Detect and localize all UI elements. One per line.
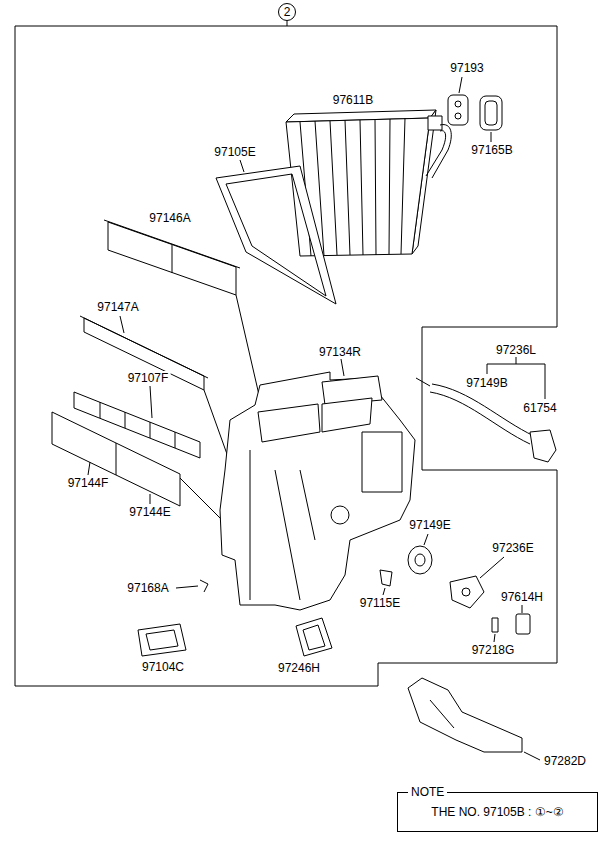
callout-number: 97144F bbox=[66, 476, 111, 490]
small-parts bbox=[138, 624, 186, 656]
callout-number: 61754 bbox=[521, 401, 558, 415]
small-parts bbox=[492, 618, 498, 632]
small-parts bbox=[480, 557, 504, 578]
grommet bbox=[480, 96, 502, 130]
small-parts bbox=[138, 534, 530, 656]
heater-case bbox=[322, 398, 372, 432]
heater-case bbox=[331, 506, 349, 524]
heater-case bbox=[341, 359, 344, 376]
callout-number: 97193 bbox=[448, 61, 485, 75]
note-heading: NOTE bbox=[408, 785, 447, 799]
heater-case bbox=[362, 432, 402, 492]
pipe bbox=[430, 392, 530, 444]
callout-number: 97107F bbox=[126, 371, 171, 385]
duct bbox=[408, 678, 540, 760]
small-parts bbox=[494, 634, 495, 642]
assembly-frame bbox=[287, 21, 288, 26]
door-panel bbox=[120, 316, 124, 333]
callout-number: 97146A bbox=[147, 211, 192, 225]
heater-case bbox=[258, 404, 320, 442]
duct bbox=[408, 678, 522, 752]
note-text: THE NO. 97105B : ①~② bbox=[431, 805, 563, 819]
grommet bbox=[455, 113, 461, 119]
callout-number: 97149E bbox=[407, 518, 452, 532]
small-parts bbox=[380, 570, 392, 586]
door-panel bbox=[116, 443, 117, 475]
grommet bbox=[491, 132, 492, 142]
small-parts bbox=[450, 576, 484, 608]
callout-number: 97165B bbox=[469, 143, 514, 157]
evaporator bbox=[459, 77, 462, 93]
note-box: NOTETHE NO. 97105B : ①~② bbox=[397, 792, 598, 832]
pipe bbox=[416, 378, 430, 386]
callout-number: 97236E bbox=[490, 541, 535, 555]
door-panel bbox=[104, 220, 240, 268]
door-panel bbox=[150, 386, 152, 418]
evaporator bbox=[428, 116, 442, 130]
callout-number: 97147A bbox=[95, 300, 140, 314]
heater-case bbox=[250, 450, 315, 600]
evaporator bbox=[426, 131, 446, 176]
small-parts bbox=[424, 534, 428, 545]
callout-number: 97246H bbox=[276, 661, 322, 675]
door-panel bbox=[172, 245, 173, 273]
small-parts bbox=[383, 588, 385, 595]
assembly-frame bbox=[15, 21, 557, 686]
door-panel bbox=[80, 316, 208, 378]
callout-number: 97218G bbox=[470, 643, 517, 657]
heater-case bbox=[220, 372, 415, 610]
heater-case bbox=[220, 359, 415, 610]
evaporator bbox=[286, 118, 430, 256]
door-panel bbox=[88, 462, 90, 475]
door-panel bbox=[84, 318, 204, 390]
pipe bbox=[530, 430, 556, 462]
small-parts bbox=[296, 618, 332, 656]
grommet bbox=[485, 101, 497, 125]
callout-number: 97115E bbox=[358, 596, 402, 610]
small-parts bbox=[522, 605, 523, 613]
callout-number: 97105E bbox=[212, 145, 257, 159]
callout-number: 97144E bbox=[127, 505, 172, 519]
grommet bbox=[455, 101, 461, 107]
grommet bbox=[448, 95, 468, 125]
callout-number: 97236L bbox=[494, 343, 538, 357]
door-panel bbox=[150, 494, 151, 504]
gasket bbox=[240, 160, 244, 172]
small-parts bbox=[176, 580, 208, 592]
callout-number: 97104C bbox=[140, 660, 186, 674]
assembly-frame bbox=[15, 26, 557, 686]
reference-number: 2 bbox=[284, 5, 291, 19]
door-panel bbox=[52, 412, 180, 506]
pipe bbox=[432, 384, 534, 436]
small-parts bbox=[415, 554, 425, 566]
callout-number: 97611B bbox=[331, 93, 375, 107]
reference-circle: 2 bbox=[278, 3, 296, 21]
small-parts bbox=[516, 614, 530, 634]
small-parts bbox=[408, 546, 432, 574]
door-panel bbox=[108, 222, 236, 295]
callout-number: 97168A bbox=[125, 581, 170, 595]
small-parts bbox=[462, 588, 470, 596]
callout-number: 97149B bbox=[464, 376, 509, 390]
callout-number: 97282D bbox=[542, 754, 588, 768]
grommet bbox=[448, 95, 502, 142]
duct bbox=[524, 752, 540, 760]
callout-number: 97614H bbox=[499, 590, 545, 604]
duct bbox=[430, 700, 454, 728]
callout-number: 97134R bbox=[317, 345, 363, 359]
